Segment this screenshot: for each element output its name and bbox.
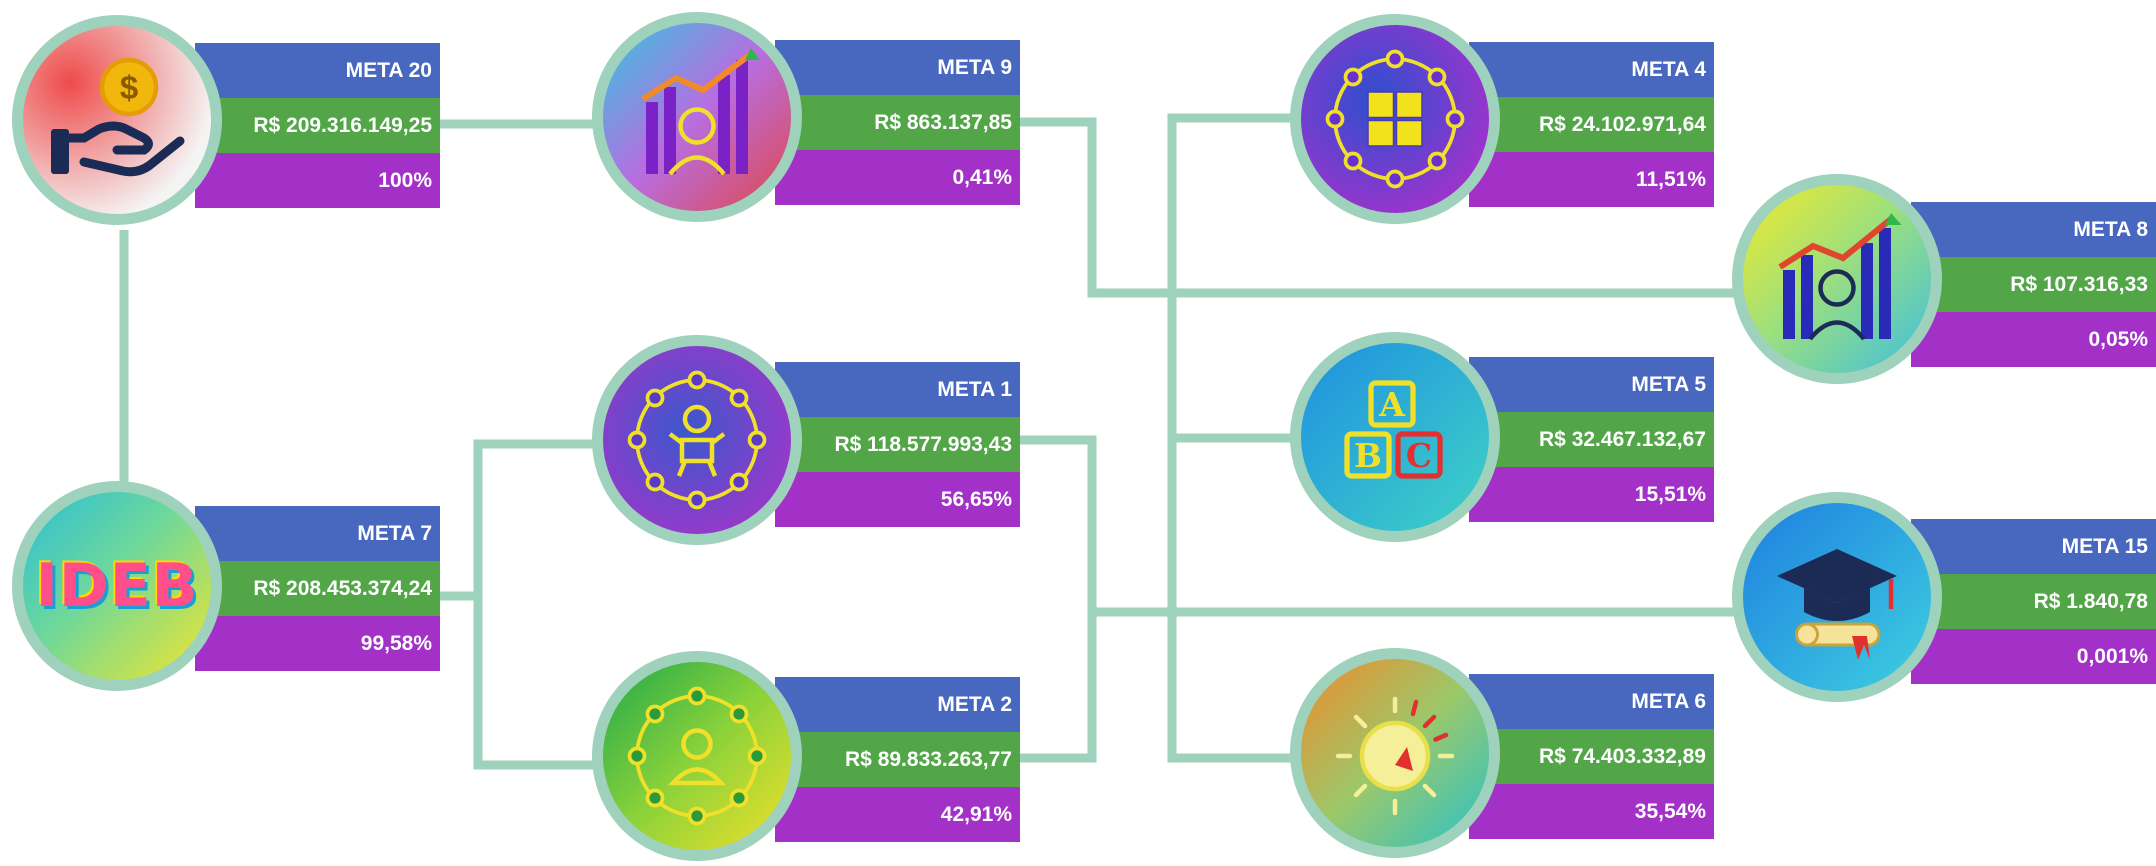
meta-percentage: 11,51% xyxy=(1469,152,1714,207)
meta-percentage: 0,05% xyxy=(1911,312,2156,367)
svg-text:A: A xyxy=(1378,385,1405,424)
meta-value: R$ 208.453.374,24 xyxy=(195,561,440,616)
meta-percentage: 99,58% xyxy=(195,616,440,671)
svg-text:C: C xyxy=(1406,436,1432,475)
meta-percentage: 35,54% xyxy=(1469,784,1714,839)
svg-text:B: B xyxy=(1354,436,1382,475)
meta-percentage: 100% xyxy=(195,153,440,208)
money-hand-icon: $ xyxy=(12,15,222,225)
meta-title: META 9 xyxy=(775,40,1020,95)
meta-title: META 7 xyxy=(195,506,440,561)
meta-value: R$ 74.403.332,89 xyxy=(1469,729,1714,784)
ideb-logo-icon: IDEB xyxy=(12,481,222,691)
meta-value: R$ 89.833.263,77 xyxy=(775,732,1020,787)
meta-percentage: 0,41% xyxy=(775,150,1020,205)
meta-value: R$ 863.137,85 xyxy=(775,95,1020,150)
meta-percentage: 42,91% xyxy=(775,787,1020,842)
svg-text:$: $ xyxy=(120,69,138,106)
person-network-icon xyxy=(592,651,802,861)
meta-value: R$ 118.577.993,43 xyxy=(775,417,1020,472)
baby-network-icon xyxy=(592,335,802,545)
gauge-dial-icon xyxy=(1290,648,1500,858)
meta-title: META 6 xyxy=(1469,674,1714,729)
meta-value: R$ 32.467.132,67 xyxy=(1469,412,1714,467)
meta-value: R$ 24.102.971,64 xyxy=(1469,97,1714,152)
graduation-cap-icon xyxy=(1732,492,1942,702)
meta-title: META 8 xyxy=(1911,202,2156,257)
meta-value: R$ 107.316,33 xyxy=(1911,257,2156,312)
meta-title: META 20 xyxy=(195,43,440,98)
meta-title: META 15 xyxy=(1911,519,2156,574)
puzzle-network-icon xyxy=(1290,14,1500,224)
meta-percentage: 0,001% xyxy=(1911,629,2156,684)
abc-blocks-icon: A B C xyxy=(1290,332,1500,542)
meta-title: META 2 xyxy=(775,677,1020,732)
meta-value: R$ 209.316.149,25 xyxy=(195,98,440,153)
ideb-logo-text: IDEB xyxy=(35,551,199,621)
meta-value: R$ 1.840,78 xyxy=(1911,574,2156,629)
meta-title: META 4 xyxy=(1469,42,1714,97)
meta-percentage: 15,51% xyxy=(1469,467,1714,522)
meta-title: META 1 xyxy=(775,362,1020,417)
meta-title: META 5 xyxy=(1469,357,1714,412)
teacher-growth-chart-icon xyxy=(592,12,802,222)
person-growth-chart-icon xyxy=(1732,174,1942,384)
meta-percentage: 56,65% xyxy=(775,472,1020,527)
